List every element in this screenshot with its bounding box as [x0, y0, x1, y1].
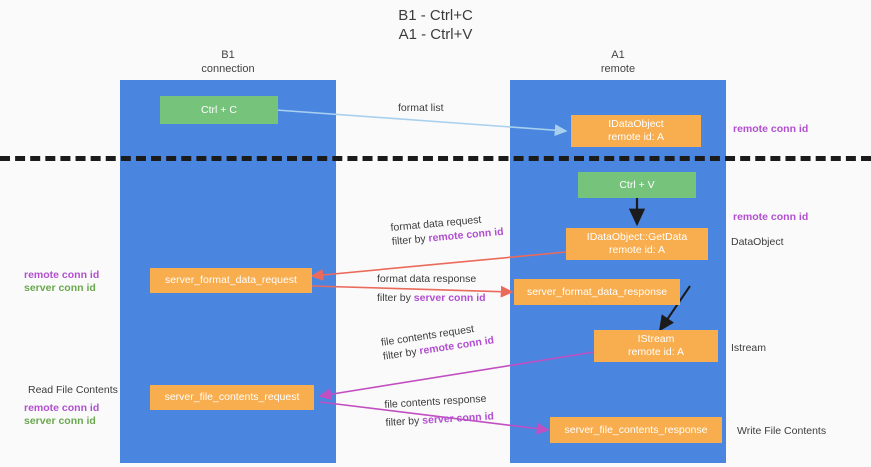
node-getdata-line2: remote id: A	[608, 244, 666, 256]
node-ctrl-c[interactable]: Ctrl + C	[160, 96, 278, 124]
column-caption-a1-name: A1	[611, 49, 625, 61]
edge-label-format-data-response-prefix: filter by	[377, 292, 414, 304]
left-label-remote-conn-id-1: remote conn id	[24, 269, 100, 281]
node-server-format-data-response-label: server_format_data_response	[526, 285, 668, 298]
node-server-format-data-request-label: server_format_data_request	[165, 274, 297, 286]
node-getdata-line1: IDataObject::GetData	[586, 231, 688, 243]
edge-label-file-contents-response: file contents response filter by server …	[384, 391, 494, 430]
node-idataobject-line1: IDataObject	[608, 118, 664, 130]
right-label-remote-conn-id-top: remote conn id	[733, 123, 809, 135]
node-ctrl-v-label: Ctrl + V	[619, 178, 655, 191]
node-istream-line2: remote id: A	[627, 346, 685, 358]
diagram-title: B1 - Ctrl+C A1 - Ctrl+V	[0, 6, 871, 44]
node-server-format-data-request[interactable]: server_format_data_request	[150, 268, 312, 293]
right-label-remote-conn-id-mid: remote conn id	[733, 211, 809, 223]
column-caption-a1-role: remote	[600, 63, 636, 75]
node-istream-line1: IStream	[637, 333, 675, 345]
arrow-format-list	[275, 109, 568, 137]
column-caption-b1-role: connection	[201, 63, 255, 75]
column-caption-b1: B1 connection	[120, 48, 336, 76]
node-idataobject-getdata[interactable]: IDataObject::GetData remote id: A	[566, 228, 708, 260]
left-label-read-file-contents: Read File Contents	[28, 384, 118, 396]
edge-label-format-data-request-prefix: filter by	[391, 232, 430, 248]
edge-label-format-data-response-line1: format data response	[377, 273, 477, 285]
column-caption-b1-name: B1	[221, 49, 235, 61]
title-line-1: B1 - Ctrl+C	[398, 7, 473, 24]
node-server-file-contents-request-label: server_file_contents_request	[164, 391, 300, 403]
node-server-format-data-response[interactable]: server_format_data_response	[514, 279, 680, 305]
phase-separator-dashed-line	[0, 156, 871, 161]
node-istream[interactable]: IStream remote id: A	[594, 330, 718, 362]
edge-label-file-contents-response-prefix: filter by	[385, 414, 423, 429]
right-label-istream: Istream	[731, 342, 767, 354]
title-line-2: A1 - Ctrl+V	[398, 26, 473, 43]
left-label-server-conn-id-2: server conn id	[24, 415, 96, 427]
node-ctrl-c-label: Ctrl + C	[201, 103, 237, 116]
node-server-file-contents-response-label: server_file_contents_response	[564, 423, 708, 436]
left-label-remote-conn-id-2: remote conn id	[24, 402, 100, 414]
left-label-server-conn-id-1: server conn id	[24, 282, 96, 294]
arrow-file-contents-response	[319, 401, 550, 435]
edge-label-format-data-response: format data response filter by server co…	[377, 272, 486, 305]
arrow-format-data-request	[310, 251, 567, 281]
edge-label-format-data-response-key: server conn id	[413, 292, 486, 304]
arrow-format-data-response	[311, 285, 514, 298]
node-server-file-contents-response[interactable]: server_file_contents_response	[550, 417, 722, 443]
node-idataobject[interactable]: IDataObject remote id: A	[571, 115, 701, 147]
edge-label-format-list: format list	[398, 102, 444, 114]
right-label-write-file-contents: Write File Contents	[737, 425, 827, 437]
arrow-file-contents-request	[318, 351, 595, 401]
right-label-dataobject: DataObject	[731, 236, 784, 248]
edge-label-format-data-response-line2: filter by server conn id	[377, 291, 486, 305]
column-caption-a1: A1 remote	[510, 48, 726, 76]
arrow-response-to-istream	[658, 285, 691, 332]
node-ctrl-v[interactable]: Ctrl + V	[578, 172, 696, 198]
node-idataobject-line2: remote id: A	[607, 131, 665, 143]
node-server-file-contents-request[interactable]: server_file_contents_request	[150, 385, 314, 410]
